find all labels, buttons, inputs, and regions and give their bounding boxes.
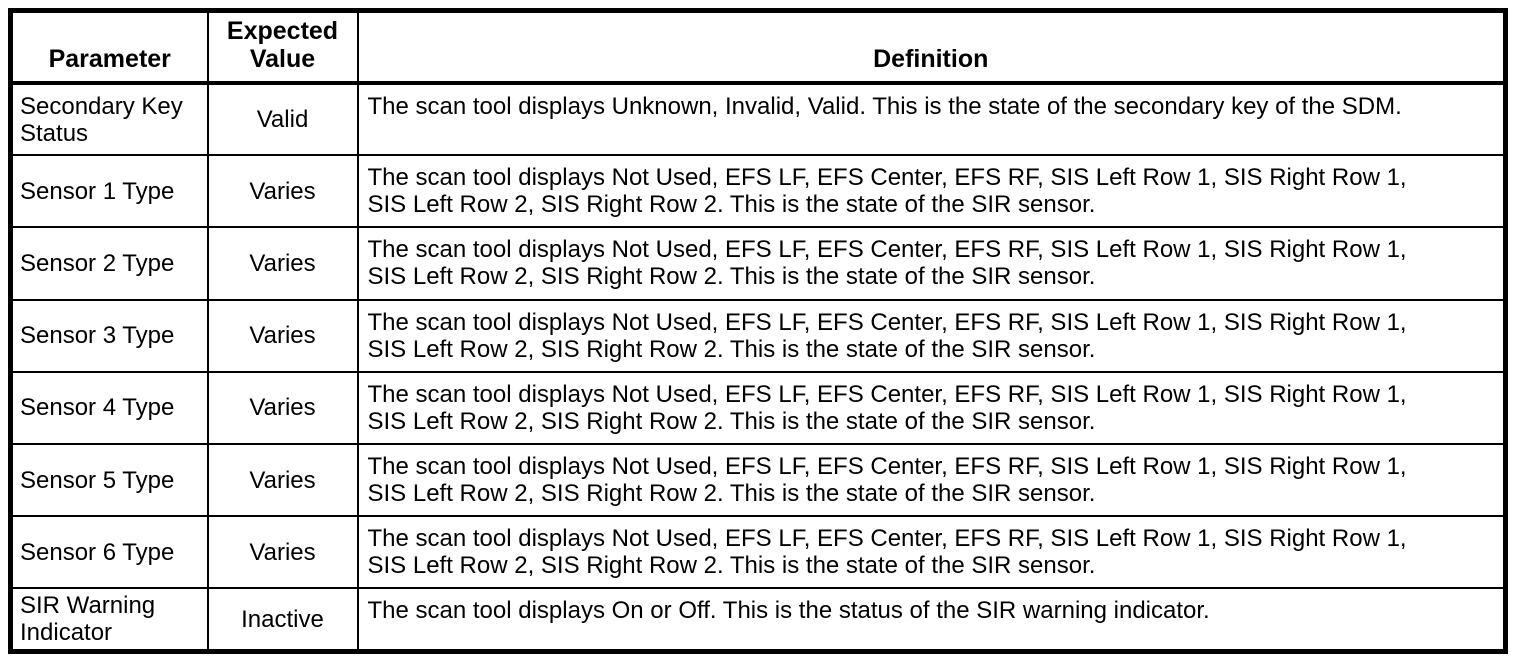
definition-cell: The scan tool displays Unknown, Invalid,… <box>356 81 1507 157</box>
parameter-cell: Secondary Key Status <box>9 81 209 157</box>
table-row: Secondary Key Status Valid The scan tool… <box>9 81 1507 157</box>
header-expected-value: Expected Value <box>206 9 359 85</box>
definition-cell: The scan tool displays Not Used, EFS LF,… <box>356 298 1507 373</box>
parameter-cell: Sensor 6 Type <box>9 515 209 590</box>
parameters-table: Parameter Expected Value Definition Seco… <box>8 8 1508 654</box>
expected-value-cell: Valid <box>206 81 359 157</box>
expected-value-cell: Varies <box>206 443 359 518</box>
expected-value-cell: Varies <box>206 226 359 301</box>
table-row: Sensor 3 Type Varies The scan tool displ… <box>9 298 1507 373</box>
parameter-cell: SIR Warning Indicator <box>9 587 209 653</box>
expected-value-cell: Inactive <box>206 587 359 653</box>
header-definition: Definition <box>356 9 1507 85</box>
table-row: Sensor 2 Type Varies The scan tool displ… <box>9 226 1507 301</box>
parameter-cell: Sensor 5 Type <box>9 443 209 518</box>
table-row: SIR Warning Indicator Inactive The scan … <box>9 587 1507 653</box>
definition-cell: The scan tool displays Not Used, EFS LF,… <box>356 226 1507 301</box>
definition-cell: The scan tool displays Not Used, EFS LF,… <box>356 515 1507 590</box>
header-parameter: Parameter <box>9 9 209 85</box>
definition-cell: The scan tool displays Not Used, EFS LF,… <box>356 370 1507 446</box>
expected-value-cell: Varies <box>206 515 359 590</box>
parameter-cell: Sensor 4 Type <box>9 370 209 446</box>
table-row: Sensor 5 Type Varies The scan tool displ… <box>9 443 1507 518</box>
table-row: Sensor 1 Type Varies The scan tool displ… <box>9 154 1507 229</box>
parameter-cell: Sensor 2 Type <box>9 226 209 301</box>
definition-cell: The scan tool displays On or Off. This i… <box>356 587 1507 653</box>
header-row: Parameter Expected Value Definition <box>9 9 1507 85</box>
table-row: Sensor 6 Type Varies The scan tool displ… <box>9 515 1507 590</box>
definition-cell: The scan tool displays Not Used, EFS LF,… <box>356 443 1507 518</box>
definition-cell: The scan tool displays Not Used, EFS LF,… <box>356 154 1507 229</box>
expected-value-cell: Varies <box>206 154 359 229</box>
expected-value-cell: Varies <box>206 370 359 446</box>
parameter-cell: Sensor 3 Type <box>9 298 209 373</box>
parameter-cell: Sensor 1 Type <box>9 154 209 229</box>
expected-value-cell: Varies <box>206 298 359 373</box>
table-row: Sensor 4 Type Varies The scan tool displ… <box>9 370 1507 446</box>
